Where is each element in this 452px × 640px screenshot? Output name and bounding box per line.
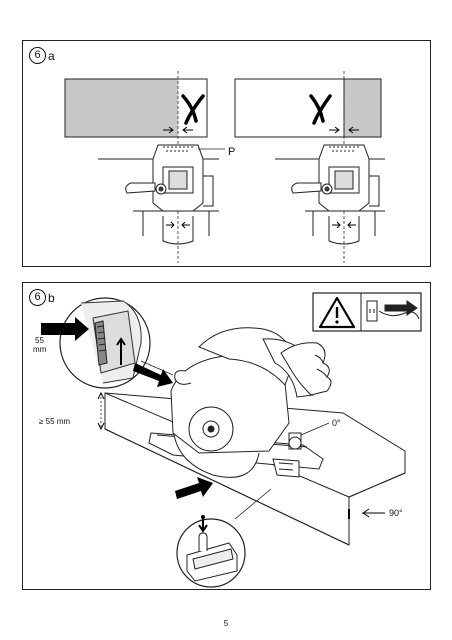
figure-6a-panel: 6 a [22,40,431,267]
circular-saw [148,327,332,478]
warning-unplug-box [312,292,422,332]
figure-6b-illustration: 55 mm ≥ 55 mm [33,292,422,588]
p-callout-label: P [228,146,235,158]
figure-6b-panel: 6 b [22,282,431,590]
figure-number: 6 [29,289,46,306]
angle-zero-label: 0° [332,418,341,428]
right-workpiece [234,71,382,263]
figure-letter: b [48,290,55,305]
depth-lever-detail [41,297,151,389]
unplug-icon [366,300,420,322]
arrow-to-saw [133,363,173,387]
page-number: 5 [223,619,229,628]
bevel-lock-detail [176,488,272,588]
depth-label-unit: mm [33,345,47,354]
figure-6a-badge: 6 a [29,47,55,64]
figure-number: 6 [29,47,46,64]
depth-label-number: 55 [35,336,44,345]
figure-letter: a [48,48,55,63]
arrow-push-base [175,477,213,499]
warning-triangle-icon [318,296,356,329]
right-saw-front-view [275,144,385,245]
left-workpiece [64,71,208,263]
figure-6a-illustration: P [64,71,385,263]
min-height-dimension [97,391,105,431]
angle-ninety-label: 90° [389,508,403,518]
left-saw-front-view [98,144,219,245]
figure-6b-badge: 6 b [29,289,55,306]
min-height-label: ≥ 55 mm [39,417,70,426]
